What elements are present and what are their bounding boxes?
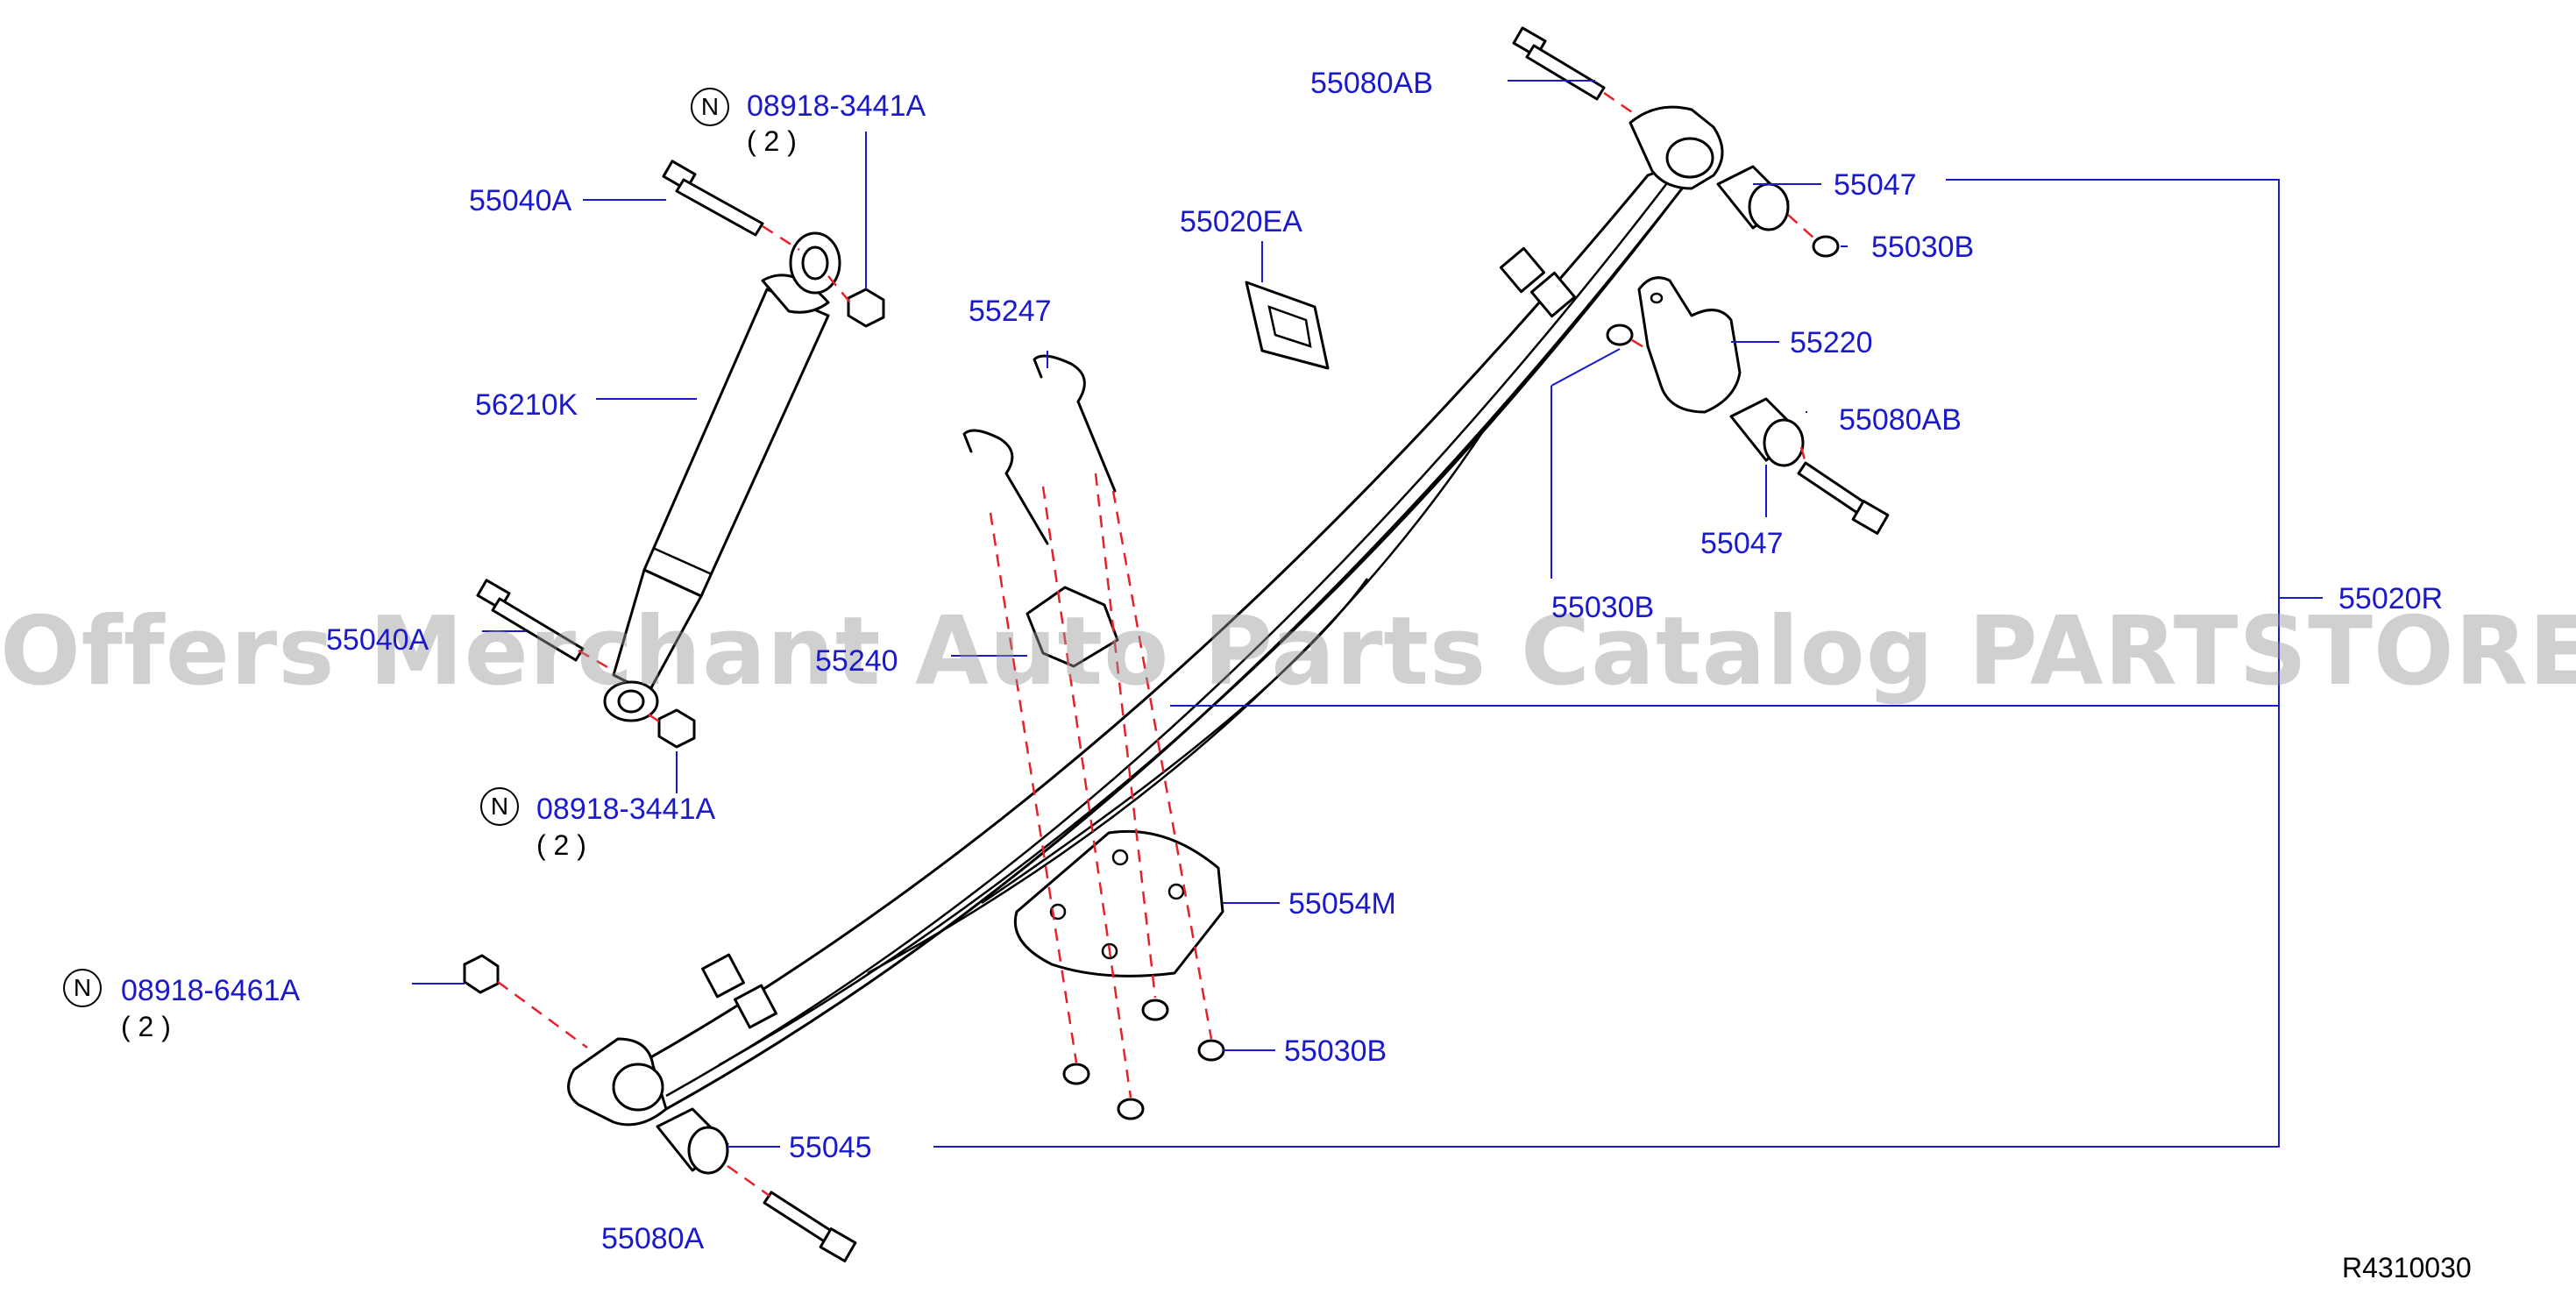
nut-08918-3441a-bottom: [657, 708, 696, 749]
label-55030b-mid: 55030B: [1551, 591, 1655, 624]
label-55020ea: 55020EA: [1180, 205, 1302, 238]
bracket-55240: [1025, 586, 1119, 668]
leader-lines: [412, 80, 2323, 1148]
nut-08918-6461a: [463, 954, 500, 994]
label-55240: 55240: [815, 644, 898, 678]
nut-55030b-mid: [1606, 323, 1634, 346]
bushing-55047-top: [1716, 165, 1790, 231]
bolt-55040a-top: [662, 160, 764, 237]
label-55045: 55045: [789, 1131, 872, 1164]
n-mark-6461a: N: [63, 969, 102, 1007]
bolt-55040a-bottom: [476, 579, 585, 662]
nuts-55030b-bottom: [1062, 999, 1225, 1120]
leaf-spring: [567, 105, 1724, 1127]
assembly-lines: [497, 91, 1815, 1198]
bolt-55080ab-mid: [1797, 461, 1890, 535]
bushing-55047-mid: [1729, 397, 1805, 467]
nut-08918-3441a-top: [847, 288, 885, 328]
label-55247: 55247: [969, 295, 1052, 328]
label-55030b-bottom: 55030B: [1284, 1034, 1387, 1068]
bolt-55080a-bottom: [763, 1191, 857, 1262]
shackle-55220: [1637, 276, 1742, 414]
label-08918-3441a-top: 08918-3441A: [747, 89, 926, 123]
label-55030b-top: 55030B: [1871, 231, 1975, 264]
bump-stopper-55020ea: [1245, 281, 1330, 370]
bushing-55045: [656, 1107, 729, 1175]
label-55020r: 55020R: [2338, 582, 2444, 615]
bolt-55080ab-top: [1512, 26, 1606, 101]
shock-absorber: [603, 231, 841, 722]
nut-55030b-top: [1812, 235, 1840, 258]
n-mark-top: N: [691, 88, 729, 126]
label-55047-mid: 55047: [1700, 527, 1784, 560]
label-55080ab-mid: 55080AB: [1839, 403, 1962, 437]
label-08918-3441a-bottom: 08918-3441A: [536, 793, 716, 826]
qty-08918-6461a: ( 2 ): [121, 1011, 171, 1042]
label-55040a-top: 55040A: [469, 184, 572, 217]
label-55054m: 55054M: [1288, 887, 1396, 921]
u-bolts-55247: [962, 354, 1117, 545]
label-55047-top: 55047: [1834, 168, 1917, 202]
label-55080ab-top: 55080AB: [1310, 67, 1433, 100]
n-mark-bottom: N: [480, 787, 519, 826]
diagram-reference: R4310030: [2342, 1252, 2472, 1283]
label-55220: 55220: [1790, 326, 1873, 359]
qty-08918-3441a-bottom: ( 2 ): [536, 829, 586, 861]
label-55040a-bottom: 55040A: [326, 623, 429, 657]
qty-08918-3441a-top: ( 2 ): [747, 125, 797, 157]
label-55080a: 55080A: [601, 1222, 705, 1255]
label-56210k: 56210K: [475, 388, 578, 422]
label-08918-6461a: 08918-6461A: [121, 974, 301, 1007]
seat-55054m: [1013, 829, 1224, 978]
